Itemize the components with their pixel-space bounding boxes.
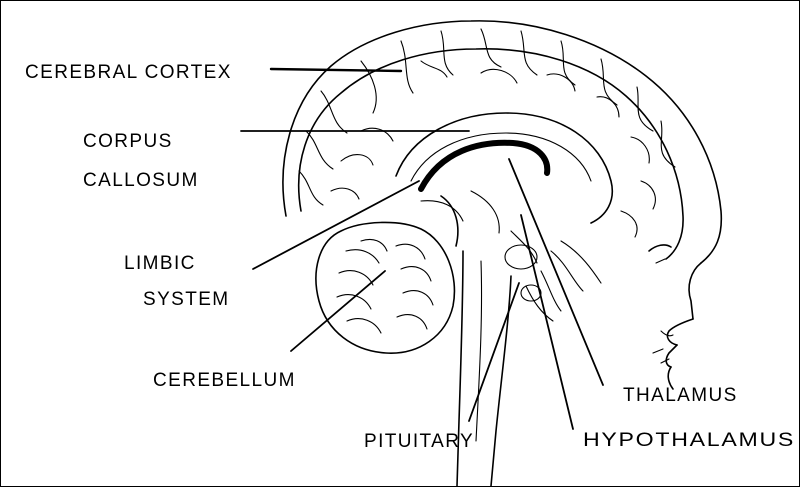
label-limbic-line1: LIMBIC xyxy=(124,253,196,274)
corpus-callosum-drawing xyxy=(396,113,612,223)
label-corpus-line2: CALLOSUM xyxy=(83,170,199,191)
leader-thalamus xyxy=(509,159,603,385)
label-hypothalamus: HYPOTHALAMUS xyxy=(583,430,795,451)
label-limbic-line2: SYSTEM xyxy=(143,289,230,310)
head-outline xyxy=(283,21,721,389)
leader-cerebellum xyxy=(291,271,385,351)
leader-pituitary xyxy=(469,283,519,421)
label-corpus-line1: CORPUS xyxy=(83,131,173,152)
leader-hypothalamus xyxy=(521,215,573,429)
label-cerebellum: CEREBELLUM xyxy=(153,370,296,391)
leader-limbic-system xyxy=(253,181,419,269)
label-thalamus: THALAMUS xyxy=(623,385,738,406)
label-pituitary: PITUITARY xyxy=(364,431,474,452)
leader-cerebral-cortex xyxy=(271,69,401,71)
labels: CEREBRAL CORTEX CORPUS CALLOSUM LIMBIC S… xyxy=(25,62,795,452)
cerebellum-drawing xyxy=(316,222,454,353)
label-cerebral-cortex: CEREBRAL CORTEX xyxy=(25,62,232,83)
